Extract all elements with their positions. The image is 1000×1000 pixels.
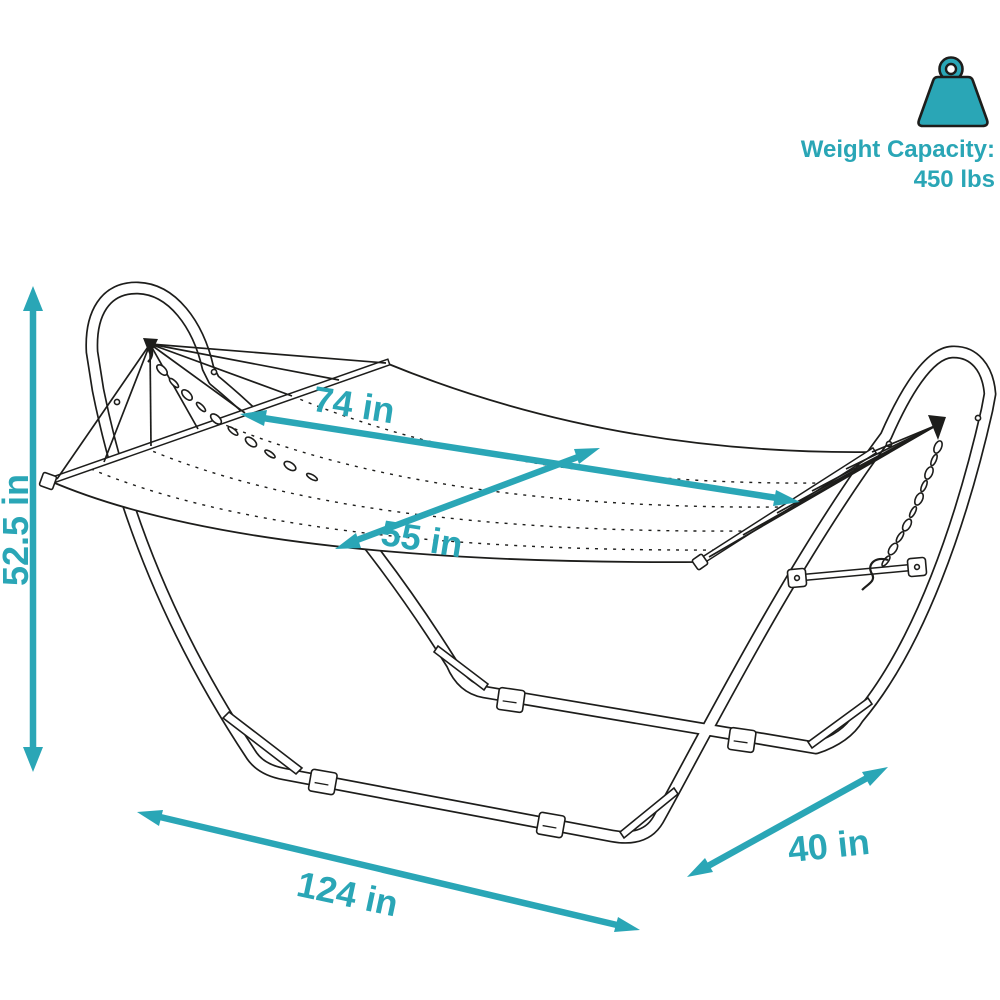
fabric-fold-line <box>144 447 749 532</box>
corner-brace <box>432 644 490 692</box>
weight-capacity-badge: Weight Capacity: 450 lbs <box>801 56 995 193</box>
right-rope-fan <box>708 424 938 558</box>
stand-depth-dimension-arrow <box>687 767 888 877</box>
stand-depth-dimension-label: 40 in <box>786 821 872 870</box>
fabric-fold-line <box>90 468 720 551</box>
fabric-fold-line <box>217 421 787 508</box>
right-chain <box>861 440 943 591</box>
weight-capacity-value: 450 lbs <box>914 166 995 193</box>
foot-caps <box>307 686 757 839</box>
bolt-icon <box>210 368 218 376</box>
corner-brace <box>221 710 304 776</box>
bed-length-dimension-arrow <box>240 410 800 506</box>
weight-capacity-label: Weight Capacity: <box>801 136 995 163</box>
chain-adjuster-crossbar <box>786 556 928 589</box>
bolt-icon <box>113 398 121 406</box>
stand-length-dimension-arrow <box>137 810 640 932</box>
bed-width-dimension-arrow <box>335 448 600 549</box>
bolt-icon <box>974 414 982 422</box>
height-dimension-arrow <box>23 286 43 772</box>
height-dimension-label: 52.5 in <box>0 474 36 586</box>
weight-icon <box>917 75 989 128</box>
hammock-stand-frame <box>85 281 997 844</box>
corner-brace <box>618 786 680 840</box>
right-rope-knot <box>928 415 946 440</box>
left-chain <box>147 345 319 482</box>
s-hook-icon <box>861 557 889 591</box>
right-spreader-bar <box>691 446 878 571</box>
corner-brace <box>806 696 874 750</box>
